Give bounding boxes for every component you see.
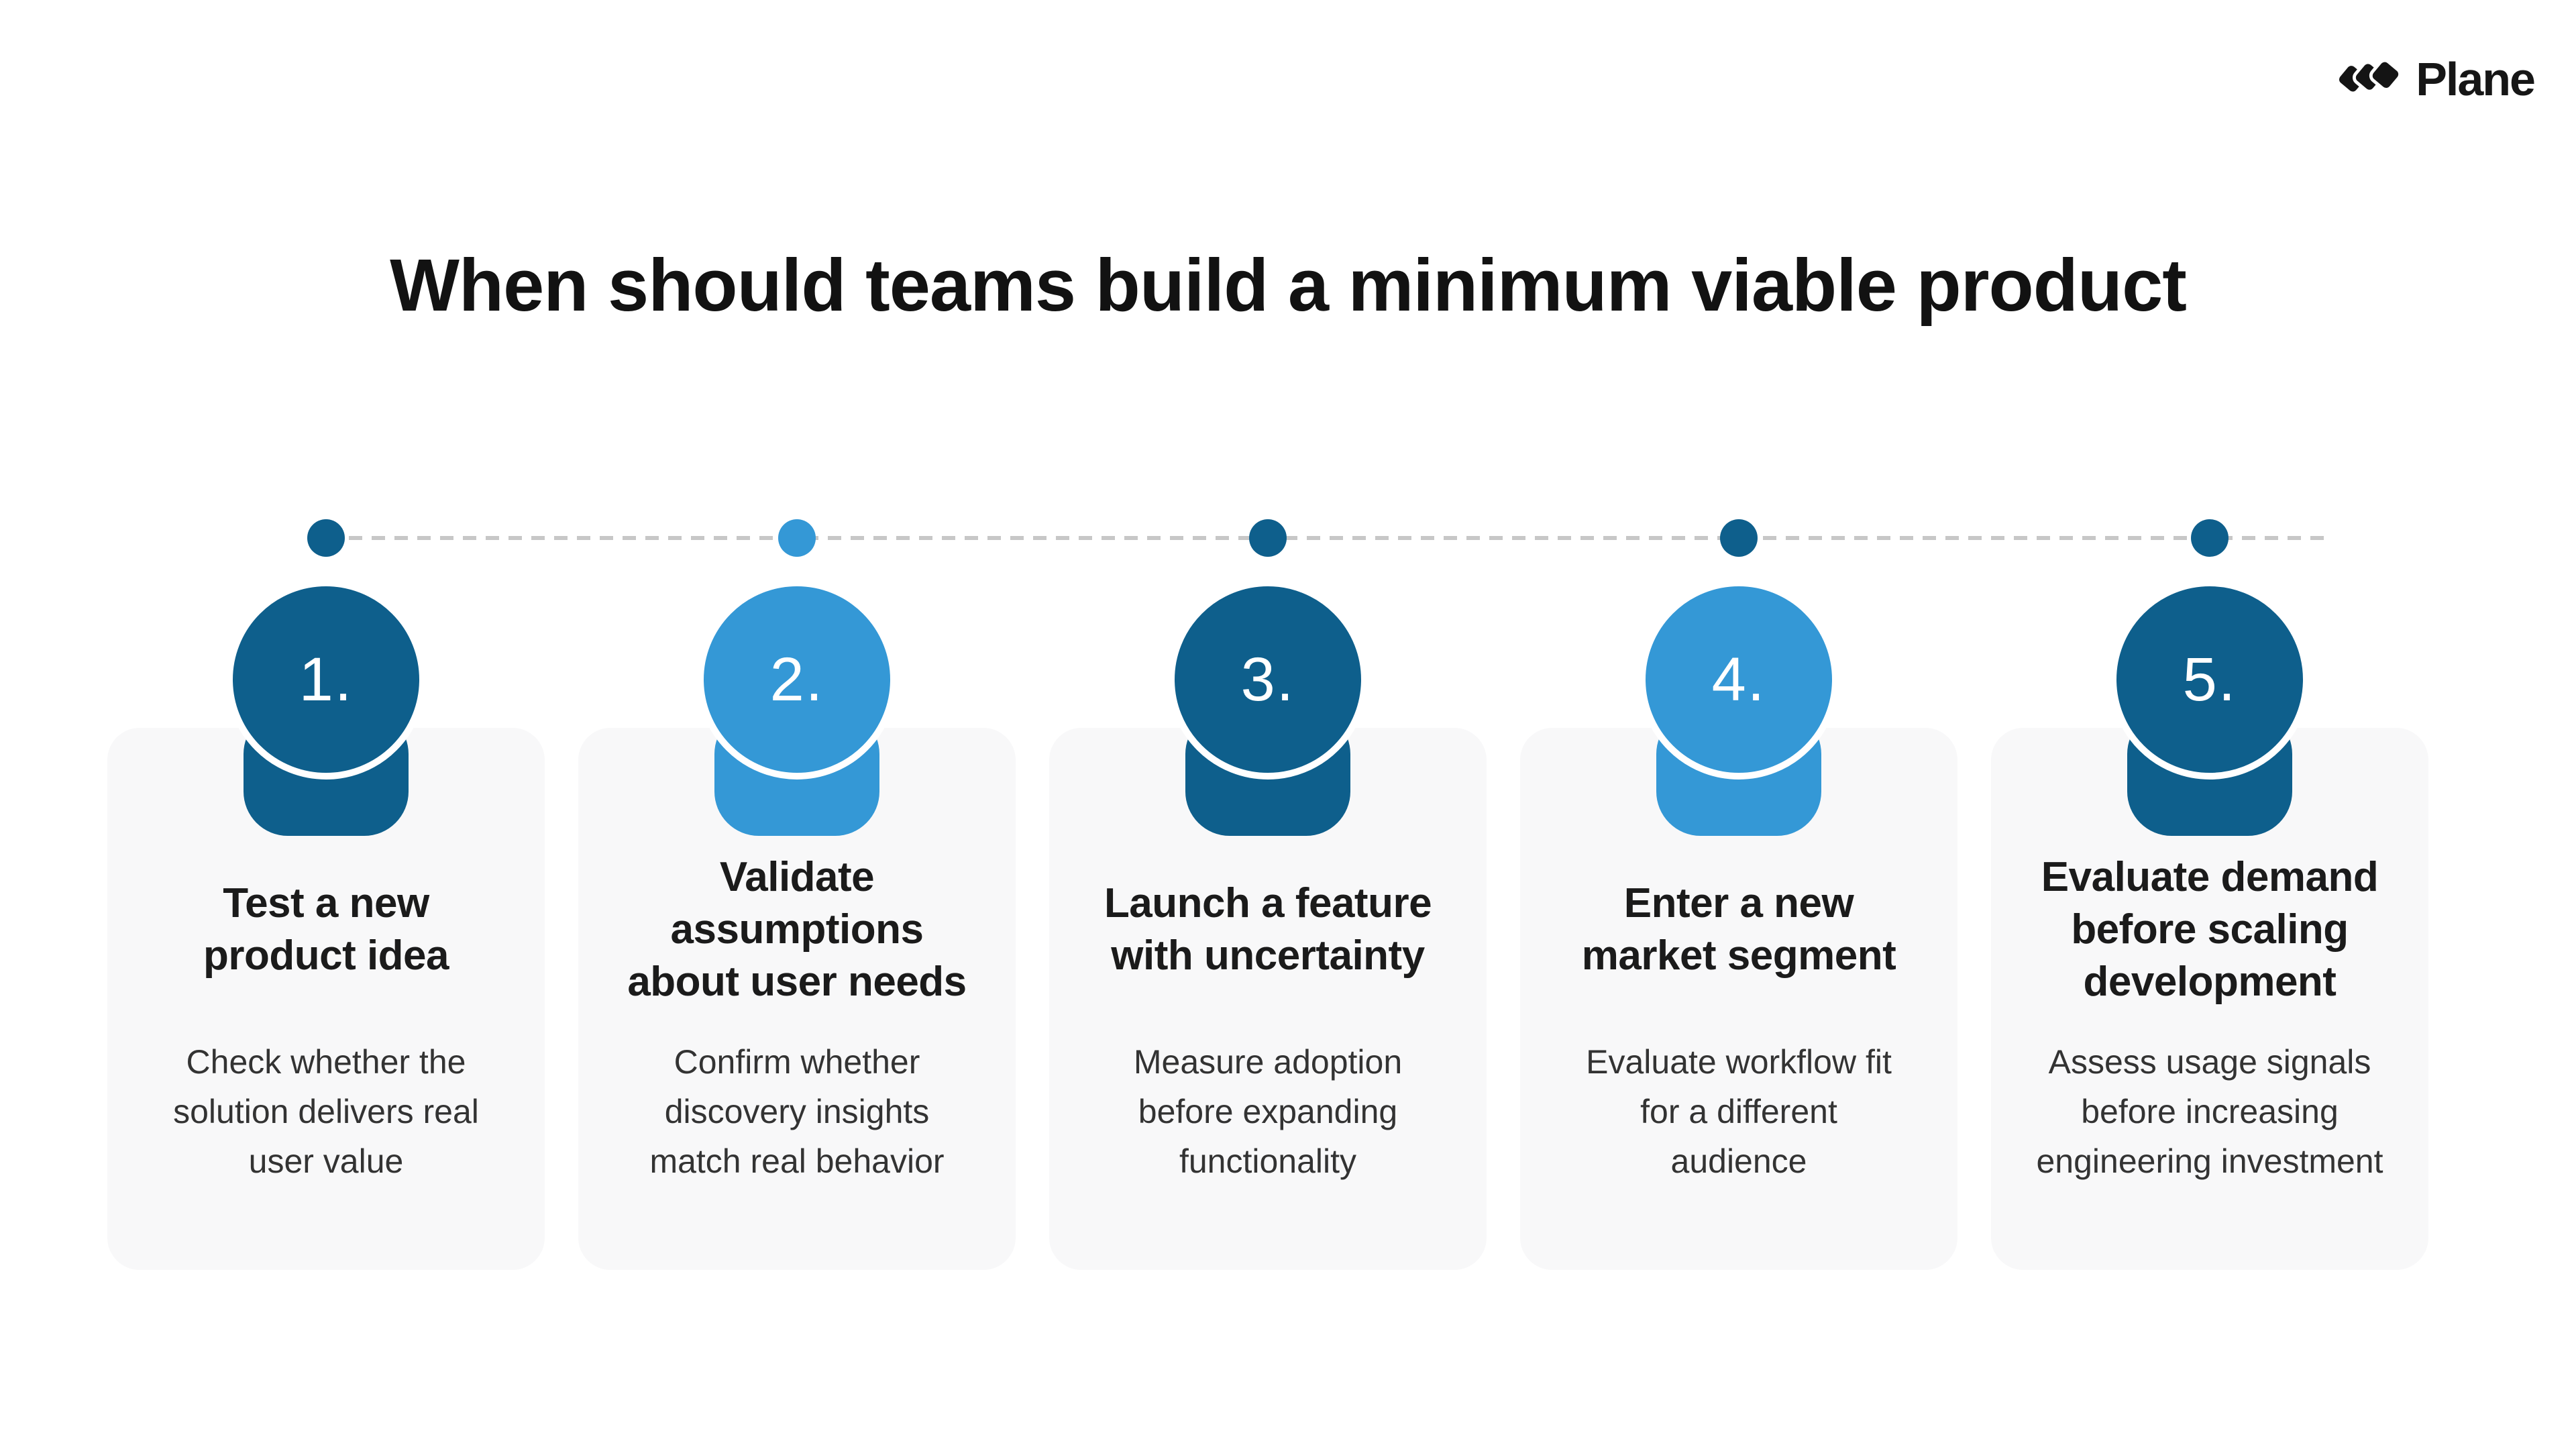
step-number-circle-5: 5. <box>2110 580 2310 780</box>
brand-logo: Plane <box>2332 52 2536 106</box>
step-number-label: 5. <box>2182 645 2237 714</box>
step-body: Check whether the solution delivers real… <box>173 1043 479 1180</box>
step-text-2: Validate assumptions about user needs Co… <box>578 853 1016 1186</box>
step-number-circle-4: 4. <box>1639 580 1839 780</box>
brand-name: Plane <box>2416 53 2536 105</box>
step-number-circle-3: 3. <box>1168 580 1368 780</box>
step-heading: Enter a new market segment <box>1581 879 1896 979</box>
step-body: Assess usage signals before increasing e… <box>2036 1043 2383 1180</box>
step-number-circle-2: 2. <box>697 580 897 780</box>
step-number-circle-1: 1. <box>226 580 426 780</box>
plane-logomark-icon <box>2336 58 2402 95</box>
step-heading: Test a new product idea <box>203 879 449 979</box>
step-heading: Launch a feature with uncertainty <box>1104 879 1432 979</box>
timeline-dot-3 <box>1249 519 1287 557</box>
step-text-1: Test a new product idea Check whether th… <box>107 859 545 1186</box>
timeline-dot-5 <box>2191 519 2229 557</box>
step-body: Measure adoption before expanding functi… <box>1133 1043 1403 1180</box>
step-number-label: 4. <box>1711 645 1766 714</box>
step-body: Confirm whether discovery insights match… <box>649 1043 945 1180</box>
timeline-dot-1 <box>307 519 345 557</box>
step-number-label: 2. <box>769 645 824 714</box>
timeline-dot-4 <box>1720 519 1758 557</box>
step-heading: Evaluate demand before scaling developme… <box>2041 853 2379 1006</box>
step-number-label: 3. <box>1240 645 1295 714</box>
step-body: Evaluate workflow fit for a different au… <box>1586 1043 1892 1180</box>
timeline-dot-2 <box>778 519 816 557</box>
step-text-3: Launch a feature with uncertainty Measur… <box>1049 859 1487 1186</box>
step-heading: Validate assumptions about user needs <box>627 853 967 1006</box>
timeline-dashed-line <box>326 536 2332 540</box>
step-number-label: 1. <box>299 645 354 714</box>
step-text-5: Evaluate demand before scaling developme… <box>1991 853 2428 1186</box>
step-text-4: Enter a new market segment Evaluate work… <box>1520 859 1957 1186</box>
page-title: When should teams build a minimum viable… <box>390 244 2187 327</box>
